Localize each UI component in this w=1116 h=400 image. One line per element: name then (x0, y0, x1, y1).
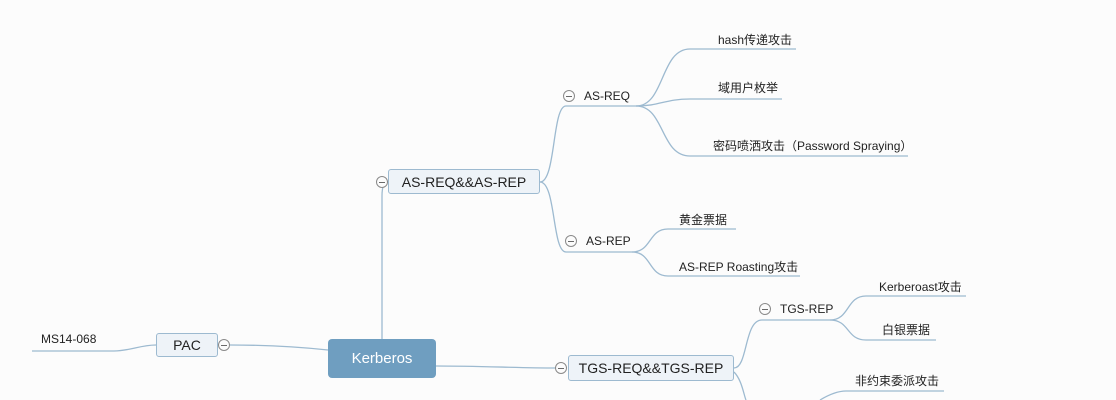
edge-tgs-extra (733, 371, 747, 400)
edge-req-spray (635, 105, 908, 157)
leaf-unconstrained-delegation[interactable]: 非约束委派攻击 (855, 374, 940, 388)
topic-tgs-rep[interactable]: TGS-REP (780, 302, 834, 316)
edge-rep-roast (631, 251, 800, 277)
edge-rep-golden (631, 228, 736, 253)
edge-root-pac (229, 344, 329, 351)
branch-pac[interactable]: PAC (156, 333, 218, 357)
collapse-as-rep-icon[interactable] (565, 235, 577, 247)
leaf-as-rep-roasting[interactable]: AS-REP Roasting攻击 (679, 260, 799, 274)
topic-as-rep[interactable]: AS-REP (586, 234, 631, 248)
edge-root-as (381, 181, 389, 340)
edge-pac-ms14 (32, 344, 157, 352)
branch-tgs-req-tgs-rep[interactable]: TGS-REQ&&TGS-REP (568, 355, 734, 381)
branch-tgs-label: TGS-REQ&&TGS-REP (578, 360, 724, 376)
collapse-as-req-icon[interactable] (563, 90, 575, 102)
branch-pac-label: PAC (173, 337, 201, 353)
edge-as-req (539, 105, 636, 183)
edge-tgsrep-kerberoast (829, 295, 966, 321)
branch-as-label: AS-REQ&&AS-REP (401, 173, 527, 190)
collapse-as-branch-icon[interactable] (376, 176, 388, 188)
topic-as-req[interactable]: AS-REQ (584, 89, 631, 103)
edge-tgsrep-silver (829, 319, 936, 341)
edge-req-enum (635, 98, 782, 107)
branch-as-req-as-rep[interactable]: AS-REQ&&AS-REP (388, 169, 540, 194)
root-node-kerberos[interactable]: Kerberos (328, 339, 436, 378)
collapse-tgs-branch-icon[interactable] (555, 362, 567, 374)
leaf-silver-ticket[interactable]: 白银票据 (882, 323, 931, 337)
edge-tgs-rep (733, 319, 830, 369)
leaf-kerberoast[interactable]: Kerberoast攻击 (879, 280, 962, 294)
edge-as-rep (539, 181, 632, 253)
root-label: Kerberos (351, 350, 413, 367)
leaf-password-spraying[interactable]: 密码喷洒攻击（Password Spraying） (713, 139, 913, 153)
collapse-tgs-rep-icon[interactable] (759, 303, 771, 315)
edge-req-hash (635, 48, 796, 107)
leaf-user-enum[interactable]: 域用户枚举 (718, 81, 779, 95)
edge-extra-unconstrained (819, 390, 944, 400)
collapse-pac-icon[interactable] (218, 339, 230, 351)
leaf-golden-ticket[interactable]: 黄金票据 (679, 213, 728, 227)
leaf-ms14-068[interactable]: MS14-068 (41, 332, 97, 346)
leaf-hash-pass[interactable]: hash传递攻击 (718, 33, 793, 47)
edge-root-tgs (435, 365, 557, 369)
